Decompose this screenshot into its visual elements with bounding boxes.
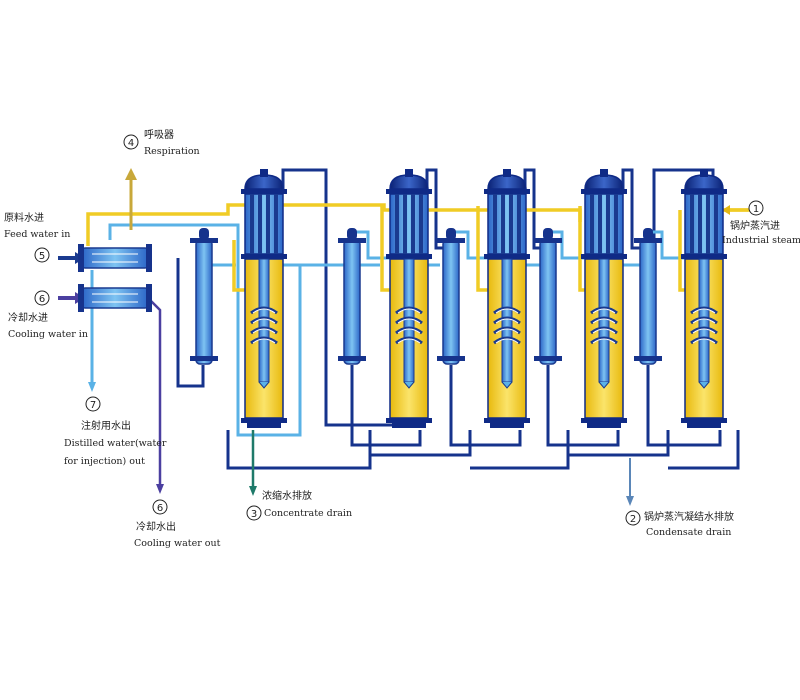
top-vapor-pipes xyxy=(281,168,715,427)
bottom-manifold-pipes xyxy=(176,258,740,470)
svg-text:7: 7 xyxy=(90,400,96,411)
marker-2: 2 xyxy=(625,510,641,526)
cooling-out-label-cn: 冷却水出 xyxy=(136,522,176,533)
preheater-5 xyxy=(634,228,662,365)
respiration-label-cn: 呼吸器 xyxy=(144,130,174,141)
svg-text:4: 4 xyxy=(128,138,134,149)
svg-text:3: 3 xyxy=(251,509,257,520)
distilled-label-en-2: for injection) out xyxy=(64,456,145,467)
cooling-in-label-cn: 冷却水进 xyxy=(8,313,48,324)
steam-label-en: Industrial steam in xyxy=(722,235,800,246)
cooling-condenser xyxy=(78,284,152,312)
respiration-label-en: Respiration xyxy=(144,146,200,157)
evaporator-column-1 xyxy=(241,169,287,428)
feed-water-label-en: Feed water in xyxy=(4,229,71,240)
svg-text:6: 6 xyxy=(157,503,163,514)
condensate-label-cn: 锅炉蒸汽凝结水排放 xyxy=(644,512,734,523)
marker-3: 3 xyxy=(246,505,262,521)
respiration-line xyxy=(125,168,137,230)
marker-7: 7 xyxy=(85,396,101,412)
marker-5: 5 xyxy=(34,247,50,263)
distilled-label-en-1: Distilled water(water xyxy=(64,438,167,449)
preheater-1 xyxy=(190,228,218,365)
marker-6-in: 6 xyxy=(34,290,50,306)
cooling-in-label-en: Cooling water in xyxy=(8,329,88,340)
concentrate-label-cn: 浓缩水排放 xyxy=(262,491,312,502)
preheater-2 xyxy=(338,228,366,365)
marker-4: 4 xyxy=(123,134,139,150)
steam-label-cn: 锅炉蒸汽进 xyxy=(730,221,780,232)
preheater-3 xyxy=(437,228,465,365)
steam-inlet-arrow xyxy=(722,205,748,215)
svg-text:1: 1 xyxy=(753,204,759,215)
distilled-label-cn: 注射用水出 xyxy=(81,421,131,432)
cooling-out-label-en: Cooling water out xyxy=(134,538,221,549)
condensate-drain-line xyxy=(626,458,634,506)
marker-1: 1 xyxy=(748,200,764,216)
svg-text:6: 6 xyxy=(39,294,45,305)
concentrate-drain-line xyxy=(249,430,257,496)
feed-water-preheater xyxy=(78,244,152,272)
preheater-4 xyxy=(534,228,562,365)
svg-text:5: 5 xyxy=(39,251,45,262)
evaporator-column-3 xyxy=(484,169,530,428)
distilled-water-outlet xyxy=(88,300,96,392)
condensate-label-en: Condensate drain xyxy=(646,527,732,538)
cooling-water-outlet xyxy=(147,297,164,494)
evaporator-column-5 xyxy=(681,169,727,428)
marker-6-out: 6 xyxy=(152,499,168,515)
evaporator-column-4 xyxy=(581,169,627,428)
concentrate-label-en: Concentrate drain xyxy=(264,508,353,519)
evaporator-column-2 xyxy=(386,169,432,428)
svg-text:2: 2 xyxy=(630,514,636,525)
feed-water-label-cn: 原料水进 xyxy=(4,213,44,224)
